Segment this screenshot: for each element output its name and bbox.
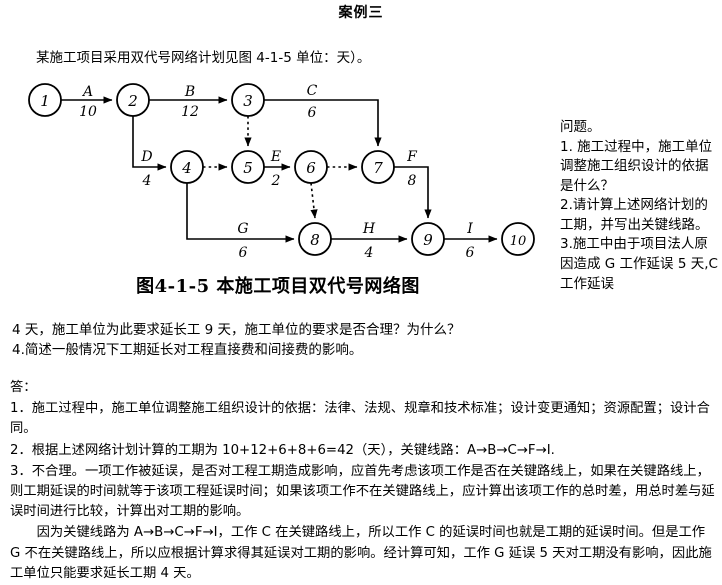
- node-4: 4: [170, 150, 204, 184]
- question-heading: 问题。: [560, 119, 601, 135]
- node-3-label: 3: [243, 92, 253, 110]
- node-1-label: 1: [40, 92, 50, 110]
- edge-dummy-6-8: [310, 182, 318, 219]
- node-8-label: 8: [310, 231, 320, 249]
- edge-label-E-name: E: [270, 149, 281, 165]
- edge-label-F-duration: 8: [408, 173, 417, 189]
- node-9-label: 9: [423, 231, 433, 249]
- node-3: 3: [231, 83, 265, 117]
- answer-item-4: 因为关键线路为 A→B→C→F→I，工作 C 在关键路线上，所以工作 C 的延误…: [10, 525, 712, 581]
- edge-label-D-duration: 4: [142, 173, 152, 189]
- edge-D: [132, 116, 167, 171]
- node-9: 9: [411, 222, 445, 256]
- network-diagram: A 10 B 12 C 6 D 4 E 2 F 8 G 6 H 4 I 6: [0, 72, 556, 310]
- edge-label-G-name: G: [237, 221, 248, 237]
- diagram-nodes: 1 2 3 4 5: [28, 83, 535, 256]
- edge-F: [394, 166, 432, 219]
- intro-paragraph: 某施工项目采用双代号网络计划见图 4-1-5 单位：天）。: [36, 50, 371, 66]
- edge-G: [186, 183, 295, 243]
- edge-label-I-duration: 6: [466, 245, 475, 261]
- question-item-2: 2.请计算上述网络计划的工期，并写出关键线路。: [560, 197, 709, 233]
- figure-caption: 图4-1-5 本施工项目双代号网络图: [136, 276, 420, 297]
- edge-label-B-name: B: [184, 84, 195, 100]
- node-8: 8: [298, 222, 332, 256]
- question-item-1: 1. 施工过程中，施工单位调整施工组织设计的依据是什么？: [560, 138, 713, 194]
- node-2-label: 2: [127, 92, 138, 110]
- node-7: 7: [361, 150, 395, 184]
- page-title: 案例三: [338, 5, 384, 21]
- node-7-label: 7: [373, 159, 383, 177]
- node-4-label: 4: [181, 159, 192, 177]
- edge-label-H-duration: 4: [364, 245, 374, 261]
- diagram-dummy-edges: [203, 116, 358, 219]
- question-item-4: 4.简述一般情况下工期延长对工程直接费和间接费的影响。: [12, 342, 363, 358]
- edge-label-A-name: A: [81, 84, 93, 100]
- node-6-label: 6: [306, 159, 316, 177]
- edge-label-C-duration: 6: [308, 105, 317, 121]
- node-5-label: 5: [243, 159, 253, 177]
- answer-item-1: 1．施工过程中，施工单位调整施工组织设计的依据：法律、法规、规章和技术标准；设计…: [10, 401, 710, 437]
- edge-label-E-duration: 2: [271, 173, 281, 189]
- question-column: 问题。 1. 施工过程中，施工单位调整施工组织设计的依据是什么？ 2.请计算上述…: [560, 118, 720, 294]
- edge-label-B-duration: 12: [181, 104, 199, 120]
- edge-label-D-name: D: [140, 149, 152, 165]
- edge-C: [264, 99, 382, 147]
- question-item-3: 3.施工中由于项目法人原因造成 G 工作延误 5 天,C 工作延误: [560, 236, 718, 292]
- diagram-edge-labels: A 10 B 12 C 6 D 4 E 2 F 8 G 6 H 4 I 6: [79, 83, 474, 261]
- node-10: 10: [501, 222, 535, 256]
- node-1: 1: [28, 83, 62, 117]
- edge-label-H-name: H: [362, 221, 376, 237]
- question-continuation-line: 4 天，施工单位为此要求延长工 9 天，施工单位的要求是否合理？为什么？: [12, 322, 461, 338]
- diagram-edges: [61, 96, 498, 243]
- answer-item-2: 2．根据上述网络计划计算的工期为 10+12+6+8+6=42（天），关键线路：…: [10, 442, 555, 458]
- edge-label-A-duration: 10: [79, 104, 97, 120]
- edge-label-G-duration: 6: [239, 245, 248, 261]
- answer-section: 答： 1．施工过程中，施工单位调整施工组织设计的依据：法律、法规、规章和技术标准…: [10, 378, 716, 585]
- answer-item-3: 3．不合理。一项工作被延误，是否对工程工期造成影响，应首先考虑该项工作是否在关键…: [10, 463, 715, 520]
- answer-label: 答：: [10, 380, 37, 395]
- node-6: 6: [294, 150, 328, 184]
- node-10-label: 10: [510, 234, 527, 249]
- edge-label-F-name: F: [406, 149, 418, 165]
- edge-label-I-name: I: [466, 221, 473, 237]
- edge-label-C-name: C: [307, 83, 318, 99]
- node-5: 5: [231, 150, 265, 184]
- node-2: 2: [116, 83, 150, 117]
